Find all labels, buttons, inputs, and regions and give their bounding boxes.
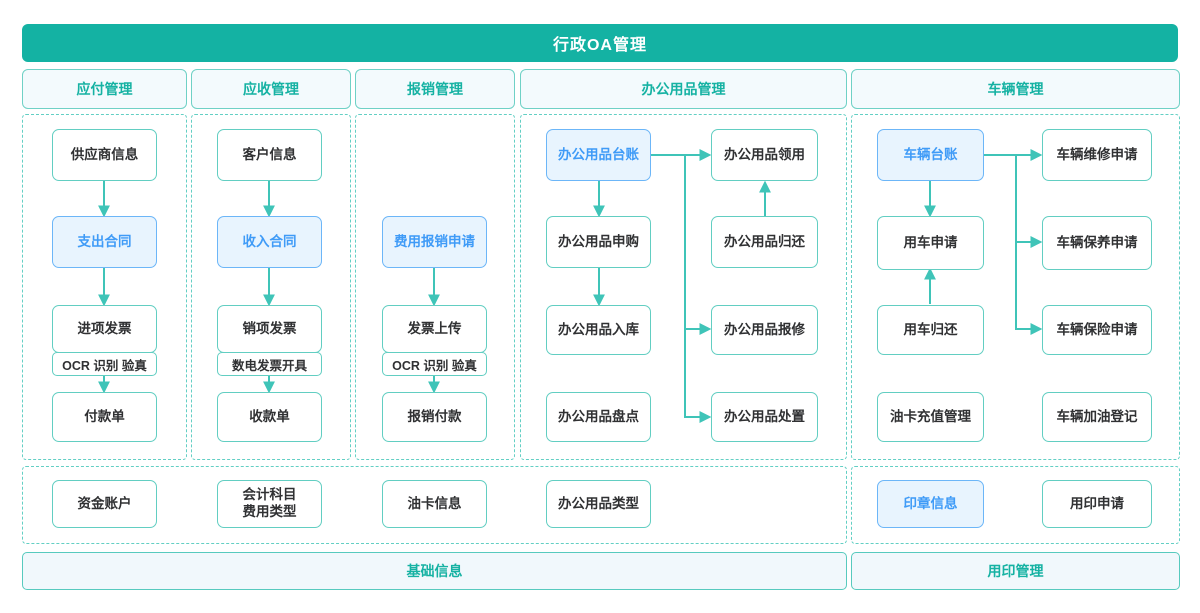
node-supplies-return[interactable]: 办公用品归还	[711, 216, 818, 268]
node-vehicle-repair[interactable]: 车辆维修申请	[1042, 129, 1152, 181]
subtag-ocr-verify-payable[interactable]: OCR 识别 验真	[52, 352, 157, 376]
node-invoice-upload[interactable]: 发票上传	[382, 305, 487, 353]
group-payable	[22, 114, 187, 460]
node-input-invoice[interactable]: 进项发票	[52, 305, 157, 353]
group-vehicle	[851, 114, 1180, 460]
column-header-supplies[interactable]: 办公用品管理	[520, 69, 847, 109]
node-vehicle-ledger[interactable]: 车辆台账	[877, 129, 984, 181]
node-vehicle-insurance[interactable]: 车辆保险申请	[1042, 305, 1152, 355]
node-supplies-ledger[interactable]: 办公用品台账	[546, 129, 651, 181]
node-fund-account[interactable]: 资金账户	[52, 480, 157, 528]
page-title: 行政OA管理	[22, 24, 1178, 62]
node-supplies-inbound[interactable]: 办公用品入库	[546, 305, 651, 355]
node-vehicle-return[interactable]: 用车归还	[877, 305, 984, 355]
column-header-vehicle[interactable]: 车辆管理	[851, 69, 1180, 109]
footer-basic-info[interactable]: 基础信息	[22, 552, 847, 590]
node-supplies-type[interactable]: 办公用品类型	[546, 480, 651, 528]
node-customer-info[interactable]: 客户信息	[217, 129, 322, 181]
node-expenditure-contract[interactable]: 支出合同	[52, 216, 157, 268]
group-receivable	[191, 114, 351, 460]
column-header-expense[interactable]: 报销管理	[355, 69, 515, 109]
node-seal-info[interactable]: 印章信息	[877, 480, 984, 528]
node-supplies-disposal[interactable]: 办公用品处置	[711, 392, 818, 442]
node-account-subject-expense-type[interactable]: 会计科目 费用类型	[217, 480, 322, 528]
node-payment-voucher[interactable]: 付款单	[52, 392, 157, 442]
column-header-receivable[interactable]: 应收管理	[191, 69, 351, 109]
node-expense-payment[interactable]: 报销付款	[382, 392, 487, 442]
group-supplies	[520, 114, 847, 460]
node-vehicle-refuel-log[interactable]: 车辆加油登记	[1042, 392, 1152, 442]
group-expense	[355, 114, 515, 460]
node-supplier-info[interactable]: 供应商信息	[52, 129, 157, 181]
node-fuelcard-recharge[interactable]: 油卡充值管理	[877, 392, 984, 442]
node-receipt-voucher[interactable]: 收款单	[217, 392, 322, 442]
node-supplies-requisition[interactable]: 办公用品领用	[711, 129, 818, 181]
footer-seal-mgmt[interactable]: 用印管理	[851, 552, 1180, 590]
node-income-contract[interactable]: 收入合同	[217, 216, 322, 268]
node-output-invoice[interactable]: 销项发票	[217, 305, 322, 353]
column-header-payable[interactable]: 应付管理	[22, 69, 187, 109]
node-line-2: 费用类型	[242, 504, 297, 519]
node-fuelcard-info[interactable]: 油卡信息	[382, 480, 487, 528]
node-line-1: 会计科目	[242, 487, 297, 503]
subtag-ocr-verify-expense[interactable]: OCR 识别 验真	[382, 352, 487, 376]
node-supplies-repair[interactable]: 办公用品报修	[711, 305, 818, 355]
node-vehicle-request[interactable]: 用车申请	[877, 216, 984, 270]
node-expense-claim[interactable]: 费用报销申请	[382, 216, 487, 268]
node-seal-application[interactable]: 用印申请	[1042, 480, 1152, 528]
node-vehicle-maintenance[interactable]: 车辆保养申请	[1042, 216, 1152, 270]
subtag-e-invoice-issue[interactable]: 数电发票开具	[217, 352, 322, 376]
node-supplies-purchase[interactable]: 办公用品申购	[546, 216, 651, 268]
node-supplies-stocktake[interactable]: 办公用品盘点	[546, 392, 651, 442]
group-seal-mgmt	[851, 466, 1180, 544]
group-basic-info	[22, 466, 847, 544]
